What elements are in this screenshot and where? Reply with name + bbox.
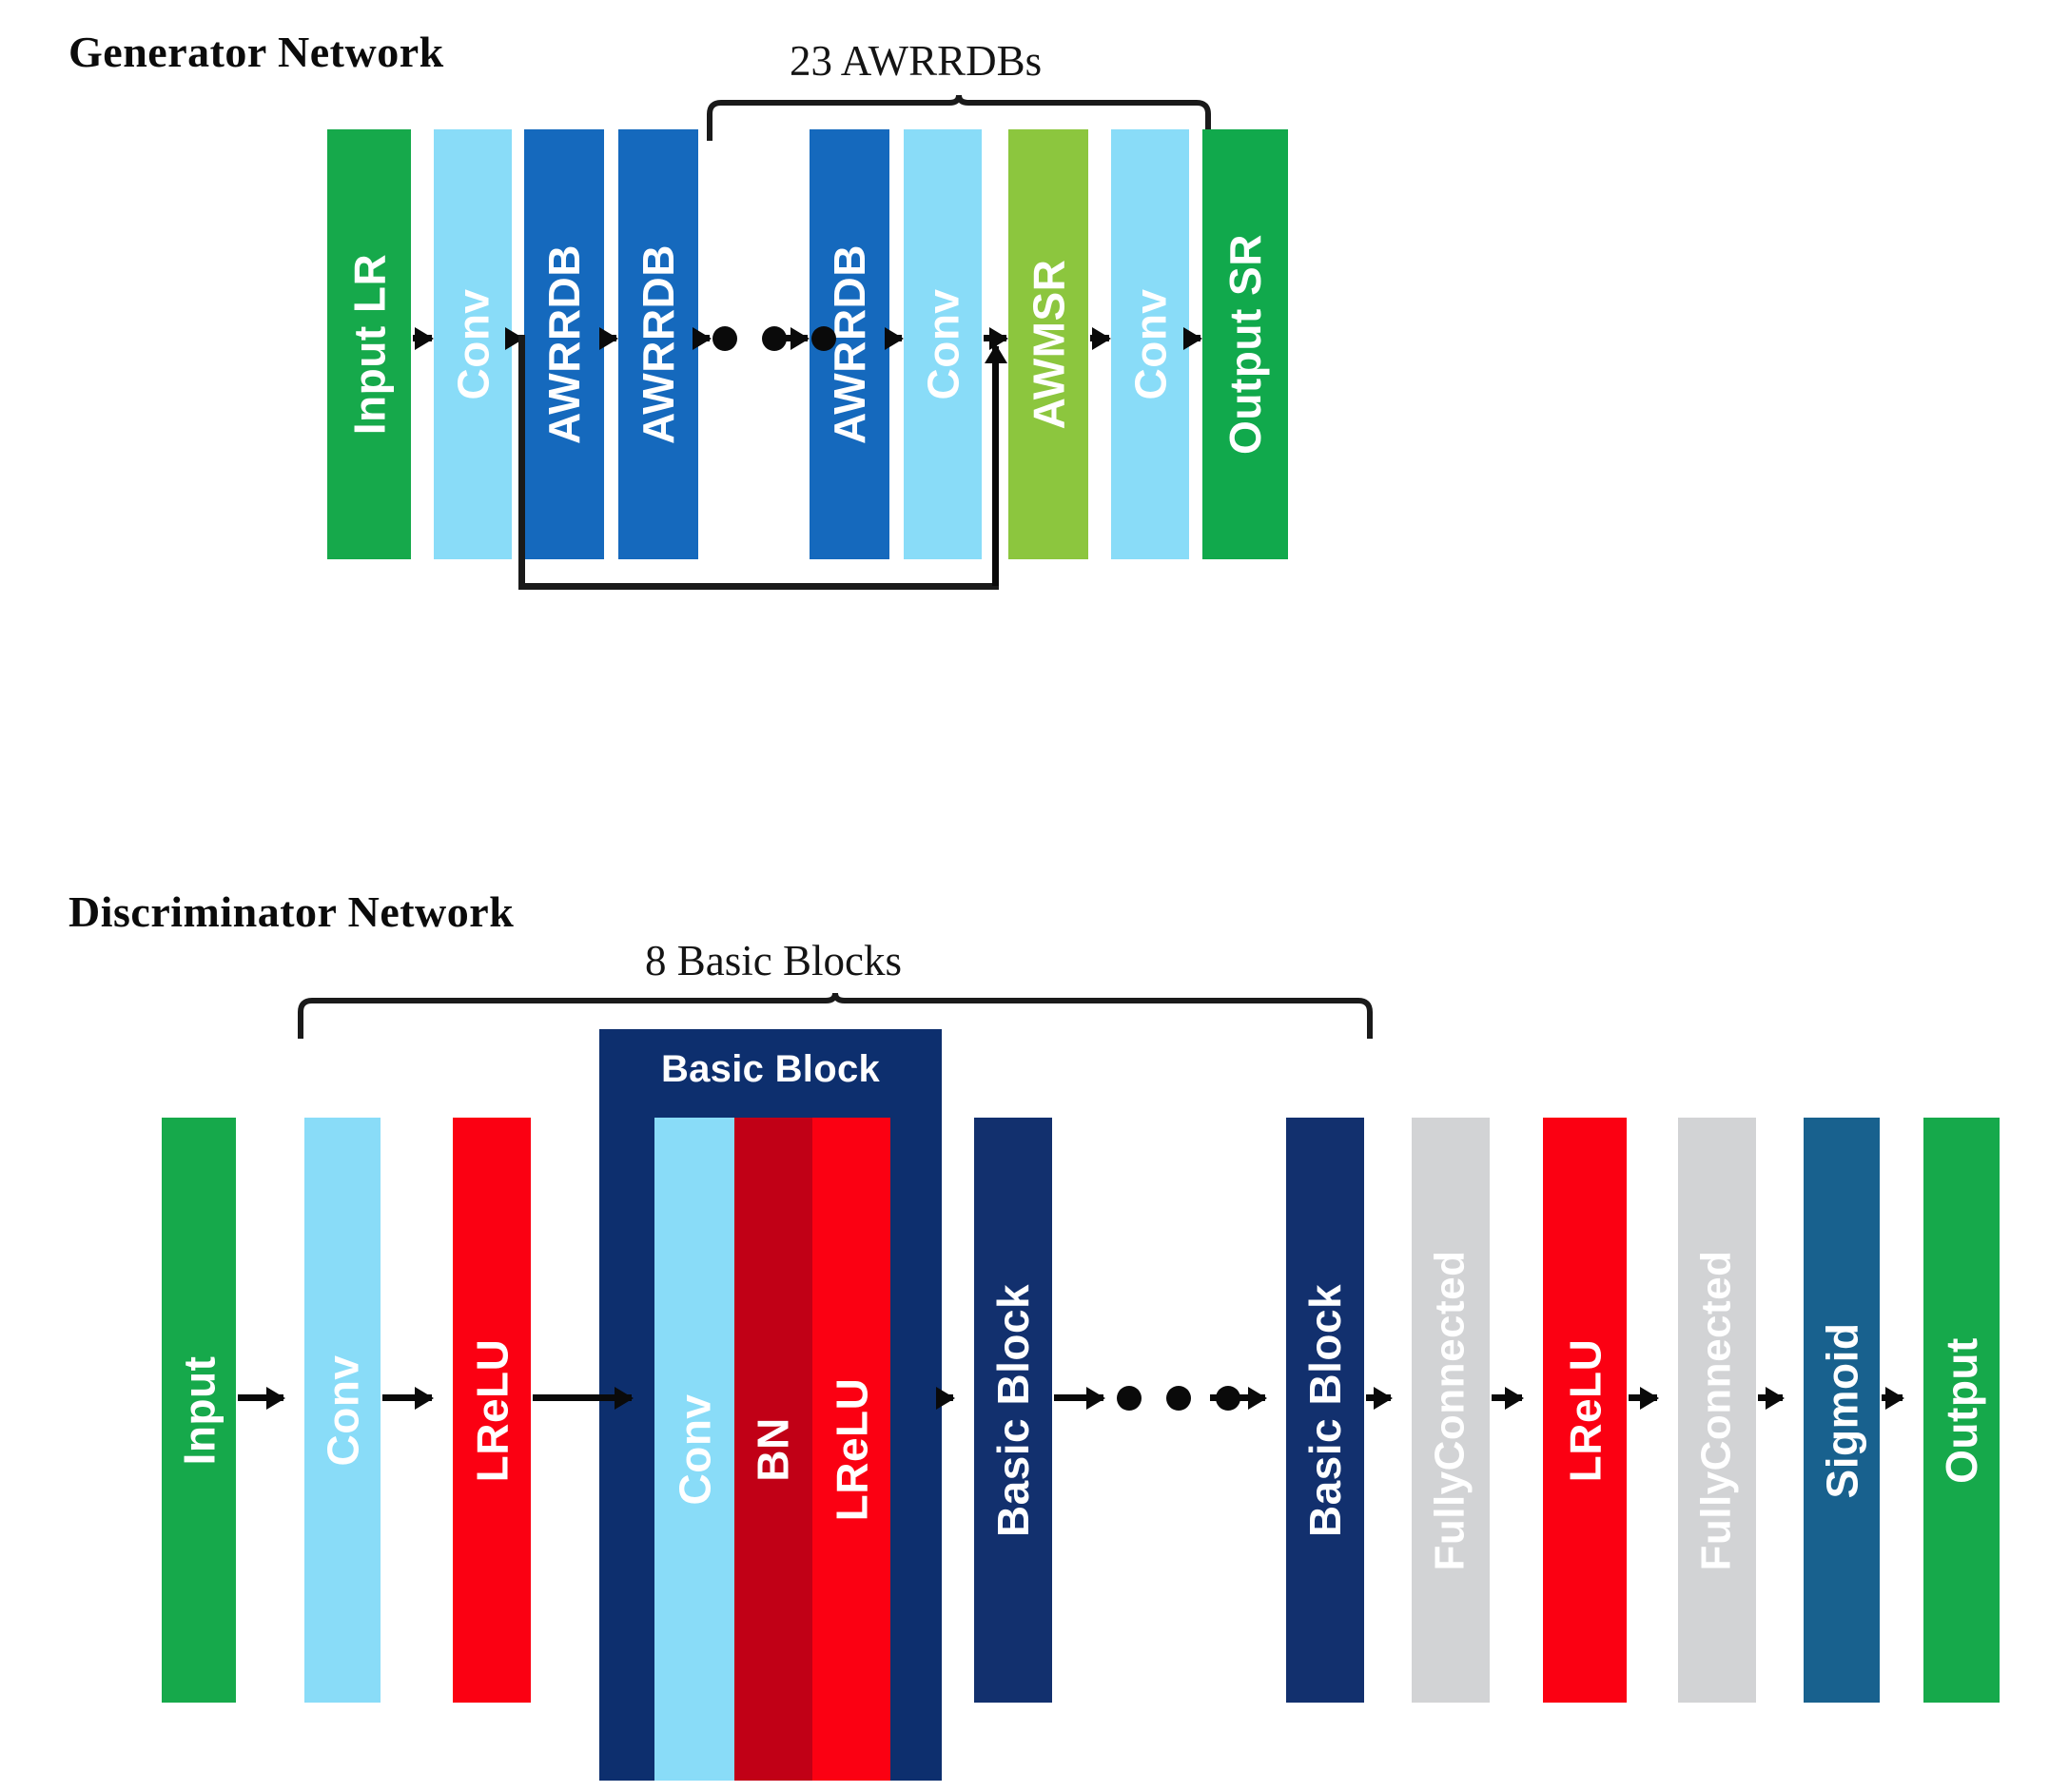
generator-arrow-7 — [984, 335, 1006, 341]
generator-block-label: Conv — [1125, 288, 1175, 400]
generator-block-label: Conv — [448, 288, 498, 400]
discriminator-block-label: Sigmoid — [1817, 1322, 1867, 1498]
discriminator-block-label: Output — [1937, 1336, 1986, 1484]
generator-block-input-lr[interactable]: Input LR — [327, 129, 411, 559]
discriminator-block-sigmoid[interactable]: Sigmoid — [1804, 1118, 1880, 1703]
generator-arrow-1 — [413, 335, 432, 341]
discriminator-arrow-5 — [1054, 1394, 1103, 1401]
generator-block-label: AWRRDB — [539, 244, 590, 444]
generator-ellipsis — [712, 326, 836, 351]
generator-arrow-8 — [1090, 335, 1109, 341]
generator-block-awrrdb-2[interactable]: AWRRDB — [618, 129, 698, 559]
discriminator-block-input[interactable]: Input — [162, 1118, 236, 1703]
generator-block-conv-3[interactable]: Conv — [1111, 129, 1189, 559]
basic-block-inner-label: BN — [748, 1416, 798, 1482]
basic-block-inner-conv[interactable]: Conv — [654, 1118, 734, 1781]
discriminator-arrow-4 — [944, 1394, 953, 1401]
generator-arrow-5 — [778, 335, 808, 341]
discriminator-block-lrelu-2[interactable]: LReLU — [1543, 1118, 1627, 1703]
generator-arrow-9 — [1191, 335, 1200, 341]
discriminator-arrow-10 — [1758, 1394, 1783, 1401]
discriminator-block-label: LReLU — [1560, 1338, 1610, 1482]
discriminator-block-fc-1[interactable]: FullyConnected — [1412, 1118, 1490, 1703]
discriminator-brace-label: 8 Basic Blocks — [645, 937, 902, 984]
generator-arrow-4 — [700, 335, 710, 341]
discriminator-arrow-1 — [238, 1394, 283, 1401]
discriminator-block-label: Input — [174, 1355, 224, 1465]
discriminator-arrow-3 — [533, 1394, 632, 1401]
generator-skip-arrow-up — [992, 346, 999, 586]
discriminator-block-conv-1[interactable]: Conv — [304, 1118, 381, 1703]
generator-section-title: Generator Network — [68, 28, 444, 76]
discriminator-block-lrelu-1[interactable]: LReLU — [453, 1118, 531, 1703]
generator-block-label: AWRRDB — [634, 244, 684, 444]
discriminator-block-basic-block-2[interactable]: Basic Block — [974, 1118, 1052, 1703]
discriminator-block-label: Conv — [318, 1354, 367, 1466]
basic-block-container[interactable]: Basic Block Conv BN LReLU — [599, 1029, 942, 1781]
basic-block-inner-label: Conv — [670, 1393, 719, 1505]
generator-block-awrrdb-1[interactable]: AWRRDB — [524, 129, 604, 559]
generator-arrow-2 — [514, 335, 522, 341]
discriminator-arrow-11 — [1882, 1394, 1903, 1401]
discriminator-arrow-9 — [1629, 1394, 1657, 1401]
discriminator-ellipsis — [1117, 1386, 1240, 1411]
discriminator-block-basic-block-n[interactable]: Basic Block — [1286, 1118, 1364, 1703]
discriminator-arrow-7 — [1366, 1394, 1391, 1401]
generator-block-label: Conv — [918, 288, 967, 400]
discriminator-block-label: Basic Block — [1300, 1283, 1351, 1537]
discriminator-block-output[interactable]: Output — [1923, 1118, 2000, 1703]
discriminator-arrow-2 — [382, 1394, 432, 1401]
generator-brace-icon — [707, 94, 1211, 141]
basic-block-inner-lrelu[interactable]: LReLU — [812, 1118, 890, 1781]
generator-block-conv-1[interactable]: Conv — [434, 129, 512, 559]
generator-block-label: AWMSR — [1024, 259, 1074, 430]
generator-skip-line-bottom — [518, 583, 999, 590]
generator-skip-line-left — [518, 335, 525, 590]
generator-brace-label: 23 AWRRDBs — [790, 37, 1043, 85]
generator-block-label: Input LR — [344, 253, 394, 436]
generator-block-label: Output SR — [1220, 234, 1270, 455]
discriminator-block-label: Basic Block — [988, 1283, 1039, 1537]
discriminator-block-label: FullyConnected — [1427, 1249, 1474, 1571]
basic-block-inner-label: LReLU — [827, 1377, 877, 1521]
generator-arrow-3 — [606, 335, 616, 341]
discriminator-section-title: Discriminator Network — [68, 887, 515, 936]
discriminator-block-label: FullyConnected — [1693, 1249, 1740, 1571]
discriminator-block-label: LReLU — [467, 1338, 517, 1482]
discriminator-block-fc-2[interactable]: FullyConnected — [1678, 1118, 1756, 1703]
generator-block-awmsr[interactable]: AWMSR — [1008, 129, 1088, 559]
generator-arrow-6 — [891, 335, 902, 341]
generator-block-output-sr[interactable]: Output SR — [1202, 129, 1288, 559]
discriminator-brace-icon — [298, 992, 1373, 1039]
basic-block-title: Basic Block — [660, 1048, 881, 1090]
discriminator-arrow-8 — [1492, 1394, 1522, 1401]
basic-block-inner-bn[interactable]: BN — [734, 1118, 812, 1781]
generator-block-conv-2[interactable]: Conv — [904, 129, 982, 559]
